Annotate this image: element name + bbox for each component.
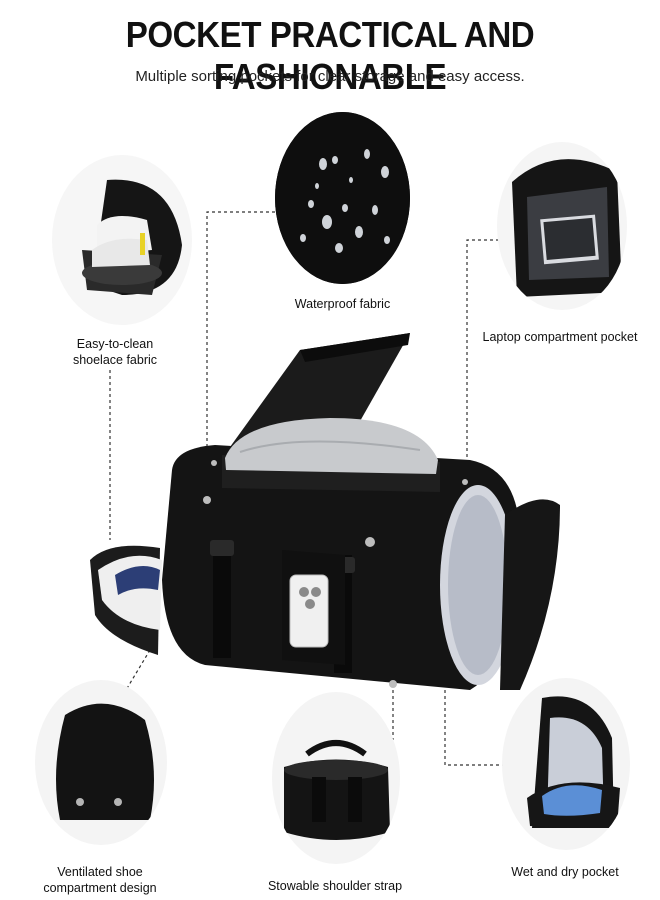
label-waterproof: Waterproof fabric	[294, 297, 391, 311]
ventilated-compartment-photo	[35, 680, 167, 845]
page-title: POCKET PRACTICAL AND FASHIONABLE	[125, 14, 535, 97]
shoulder-strap-photo	[272, 692, 400, 864]
wet-dry-pocket-photo	[502, 678, 630, 850]
label-strap: Stowable shoulder strap	[267, 879, 403, 893]
label-ventilated: Ventilated shoe compartment design	[43, 865, 157, 895]
label-wetdry: Wet and dry pocket	[511, 865, 619, 879]
page-subtitle: Multiple sorting pockets for clear stora…	[135, 68, 525, 85]
laptop-compartment-photo	[497, 142, 627, 310]
waterproof-fabric-photo	[275, 112, 410, 284]
label-shoelace: Easy-to-clean shoelace fabric	[72, 337, 158, 367]
shoe-compartment-photo	[52, 155, 192, 325]
label-laptop: Laptop compartment pocket	[482, 330, 638, 344]
